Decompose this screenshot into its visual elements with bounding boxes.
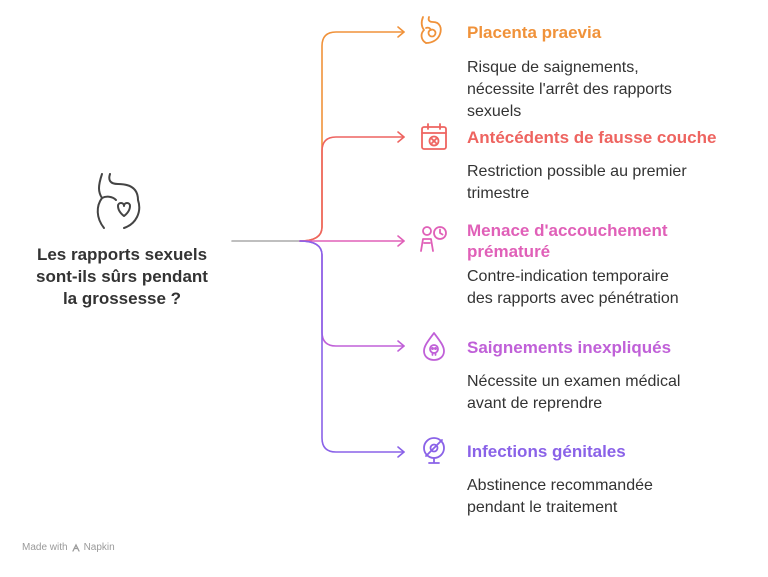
baby-clock-icon — [420, 226, 447, 252]
arrowhead-infections-genitales — [397, 446, 405, 458]
footer-prefix: Made with — [22, 542, 68, 553]
branch-description: Risque de saignements, nécessite l'arrêt… — [467, 59, 672, 120]
made-with-napkin-footer: Made with Napkin — [22, 542, 115, 553]
connector-saignements-inexpliques — [299, 240, 405, 347]
blood-drop-skull-icon — [423, 332, 445, 361]
branch-title: Placenta praevia — [467, 23, 602, 42]
branch-title: Antécédents de fausse couche — [467, 128, 717, 147]
footer-brand: Napkin — [83, 542, 115, 553]
arrowhead-saignements-inexpliques — [397, 340, 405, 352]
connector-infections-genitales — [299, 240, 405, 453]
no-microbe-icon — [423, 437, 445, 464]
branch-description: Restriction possible au premier trimestr… — [467, 163, 687, 202]
connector-antecedents-fausse-couche — [299, 136, 405, 242]
arrowhead-menace-accouchement-premature — [397, 235, 405, 247]
branch-description: Contre-indication temporaire des rapport… — [467, 268, 679, 307]
napkin-logo-icon — [71, 543, 80, 552]
arrowhead-placenta-praevia — [397, 26, 405, 38]
placenta-icon — [420, 16, 442, 44]
arrowhead-antecedents-fausse-couche — [397, 131, 405, 143]
branch-title: Saignements inexpliqués — [467, 338, 672, 357]
branch-title: Menace d'accouchement prématuré — [467, 221, 668, 261]
branch-description: Nécessite un examen médical avant de rep… — [467, 373, 681, 412]
branch-description: Abstinence recommandée pendant le traite… — [467, 477, 653, 516]
pregnant-belly-heart-icon — [96, 173, 141, 229]
calendar-cancel-icon — [421, 123, 447, 150]
central-question: Les rapports sexuels sont-ils sûrs penda… — [36, 245, 208, 308]
branch-title: Infections génitales — [467, 442, 626, 461]
